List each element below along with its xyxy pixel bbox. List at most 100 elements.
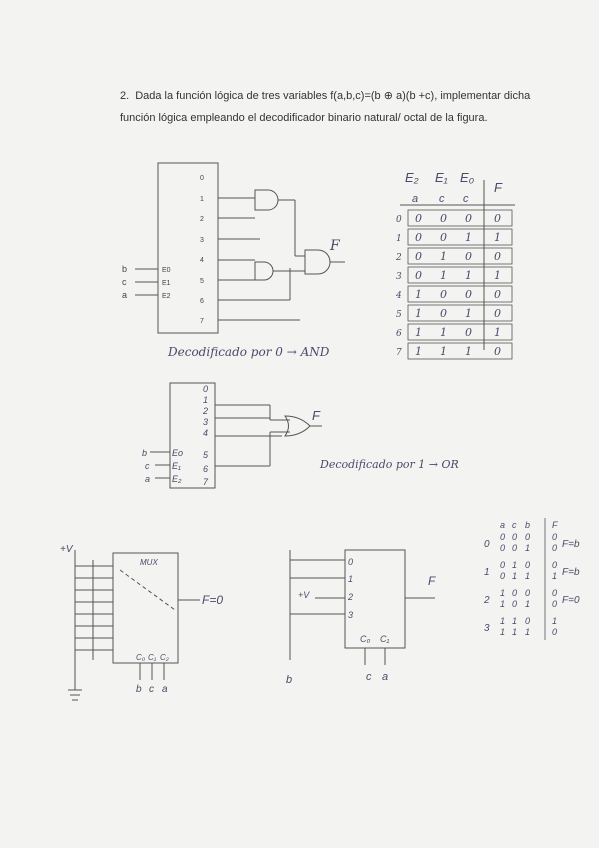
header-e0: E₀ xyxy=(460,170,475,185)
row-index: 6 xyxy=(396,329,402,339)
group-index: 1 xyxy=(484,567,490,578)
f-cell: 0 xyxy=(494,250,501,263)
or-gate xyxy=(284,415,311,437)
truth-table: E₂ E₁ E₀ F a c c xyxy=(400,170,515,350)
small-table-cell: 0 xyxy=(500,532,505,542)
select-label: C₁ xyxy=(380,634,389,644)
table-row-box xyxy=(407,228,513,246)
row-index: 4 xyxy=(395,291,402,301)
mux8-output: F=0 xyxy=(202,593,223,607)
small-table-cell: 0 xyxy=(500,571,505,581)
var-label: c xyxy=(463,193,469,205)
output-label: 2 xyxy=(202,406,208,416)
row-index: 7 xyxy=(396,348,402,358)
var-label: a xyxy=(412,193,418,205)
output-label: 3 xyxy=(203,417,208,427)
select-label: C₀ xyxy=(360,634,370,644)
group-index: 0 xyxy=(484,539,490,550)
select-label: C₁ xyxy=(148,653,157,662)
mux-input-label: 0 xyxy=(348,557,353,567)
mux4-labels: +V 0 1 2 3 C₀ C₁ c a b F xyxy=(286,557,436,686)
table-cell: 0 xyxy=(465,288,472,301)
table-cell: 0 xyxy=(440,212,447,225)
small-table-cell: 1 xyxy=(500,599,505,609)
input-c-label: c xyxy=(122,277,127,287)
mux-4-to-1 xyxy=(289,549,435,665)
decoder-box xyxy=(169,382,216,489)
select-input: c xyxy=(366,671,372,683)
mux-input-label: 1 xyxy=(348,574,353,584)
output-label: 5 xyxy=(200,278,204,285)
small-table-cell: 0 xyxy=(525,588,530,598)
table-cell: 1 xyxy=(440,250,447,263)
output-label: 4 xyxy=(200,257,204,264)
table-cell: 0 xyxy=(465,326,472,339)
small-table-cell: 1 xyxy=(512,616,517,626)
and-gate-final xyxy=(304,249,331,275)
output-label: 2 xyxy=(200,216,204,223)
mux4-output: F xyxy=(428,574,436,588)
output-label: 3 xyxy=(200,237,204,244)
output-f-label: F xyxy=(329,238,341,254)
row-index: 2 xyxy=(395,253,402,263)
small-table-cell: 1 xyxy=(512,560,517,570)
note-decoded-and: Decodificado por 0 → AND xyxy=(167,345,330,359)
input-a-label: a xyxy=(122,290,127,300)
small-table-cell: 1 xyxy=(525,543,530,553)
f-cell: 1 xyxy=(494,269,501,282)
small-header-cell: b xyxy=(525,520,530,530)
decoder-box xyxy=(157,162,219,334)
small-table-cell: 1 xyxy=(500,616,505,626)
output-label: 6 xyxy=(203,464,208,474)
table-cell: 0 xyxy=(415,231,422,244)
output-label: 1 xyxy=(203,395,208,405)
table-cell: 0 xyxy=(440,288,447,301)
select-label: C₀ xyxy=(136,653,146,662)
small-table-cell: 1 xyxy=(552,571,557,581)
small-table-cell: 0 xyxy=(512,532,517,542)
small-header-cell: F xyxy=(552,520,558,530)
row-index: 3 xyxy=(396,272,402,282)
output-label: 5 xyxy=(203,450,209,460)
select-input: a xyxy=(382,671,388,683)
header-e2: E₂ xyxy=(405,170,419,185)
group-result: F=0 xyxy=(562,595,580,606)
row-index: 1 xyxy=(396,234,402,244)
f-cell: 1 xyxy=(494,231,501,244)
table-cell: 0 xyxy=(415,269,422,282)
table-cell: 1 xyxy=(465,231,472,244)
table-cell: 1 xyxy=(465,307,472,320)
small-table-cell: 0 xyxy=(512,588,517,598)
table-cell: 1 xyxy=(415,288,422,301)
header-f: F xyxy=(494,180,503,195)
and-gate-1 xyxy=(254,189,279,211)
output-label: 1 xyxy=(200,196,204,203)
table-row-box xyxy=(407,323,513,341)
figure-1-labels: 0 1 2 3 4 5 6 7 E0 E1 E2 xyxy=(162,175,204,325)
table-row-box xyxy=(407,209,513,227)
table-row-box xyxy=(407,304,513,322)
enable-label: E₁ xyxy=(172,461,181,471)
table-cell: 0 xyxy=(440,231,447,244)
problem-number: 2. xyxy=(120,90,130,102)
table-cell: 1 xyxy=(440,269,447,282)
table-cell: 0 xyxy=(415,250,422,263)
small-table-cell: 0 xyxy=(500,560,505,570)
f-cell: 1 xyxy=(494,326,501,339)
small-table-cell: 1 xyxy=(525,599,530,609)
group-result: F=b xyxy=(562,539,580,550)
figure-2-labels: 0 1 2 3 4 5 6 7 Eo E₁ E₂ b c a F xyxy=(142,384,321,487)
table-row-box xyxy=(407,247,513,265)
small-header-cell: a xyxy=(500,520,505,530)
small-table-cell: 0 xyxy=(552,532,557,542)
small-table-cell: 1 xyxy=(500,627,505,637)
f-cell: 0 xyxy=(494,288,501,301)
enable-label: E0 xyxy=(162,267,171,274)
table-row-box xyxy=(407,285,513,303)
small-header-cell: c xyxy=(512,520,517,530)
output-label: 7 xyxy=(203,477,209,487)
small-table-cell: 0 xyxy=(552,588,557,598)
small-table-cell: 0 xyxy=(552,627,557,637)
